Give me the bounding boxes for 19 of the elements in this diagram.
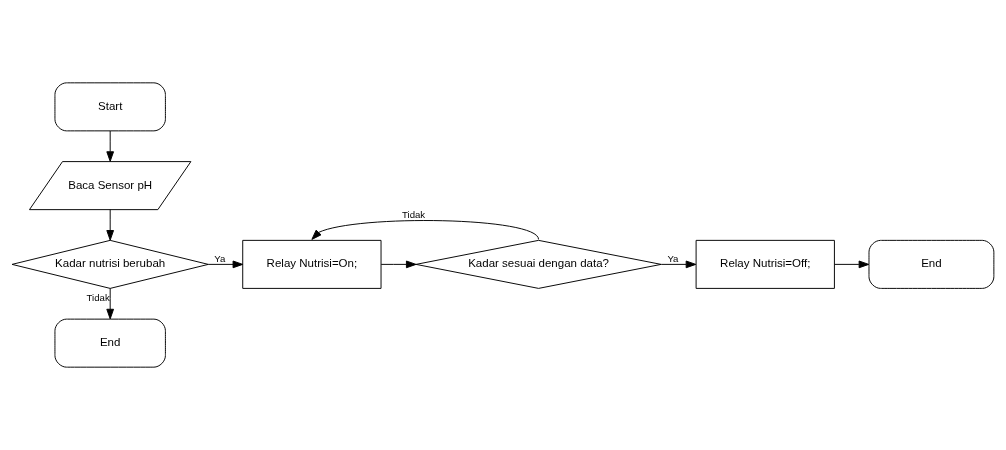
node-box: End <box>868 239 995 289</box>
arrow <box>106 209 115 241</box>
edge-label: Ya <box>667 252 679 264</box>
node-diamond: Kadar sesuai dengan data? <box>415 239 662 289</box>
edge-label: Ya <box>214 252 226 264</box>
node-box: Start <box>54 82 166 132</box>
node-box: End <box>54 318 166 368</box>
node-box: Relay Nutrisi=On; <box>242 239 382 289</box>
arrow <box>380 260 417 269</box>
arrow <box>106 130 115 162</box>
node-box: Relay Nutrisi=Off; <box>695 239 835 289</box>
arrow <box>106 287 115 320</box>
arrow <box>311 220 540 240</box>
edge-label: Tidak <box>86 291 110 303</box>
arrow <box>660 260 697 269</box>
arrow <box>834 260 870 269</box>
edge-label: Tidak <box>402 208 426 220</box>
arrow <box>207 260 244 269</box>
node-diamond: Kadar nutrisi berubah <box>11 239 209 289</box>
